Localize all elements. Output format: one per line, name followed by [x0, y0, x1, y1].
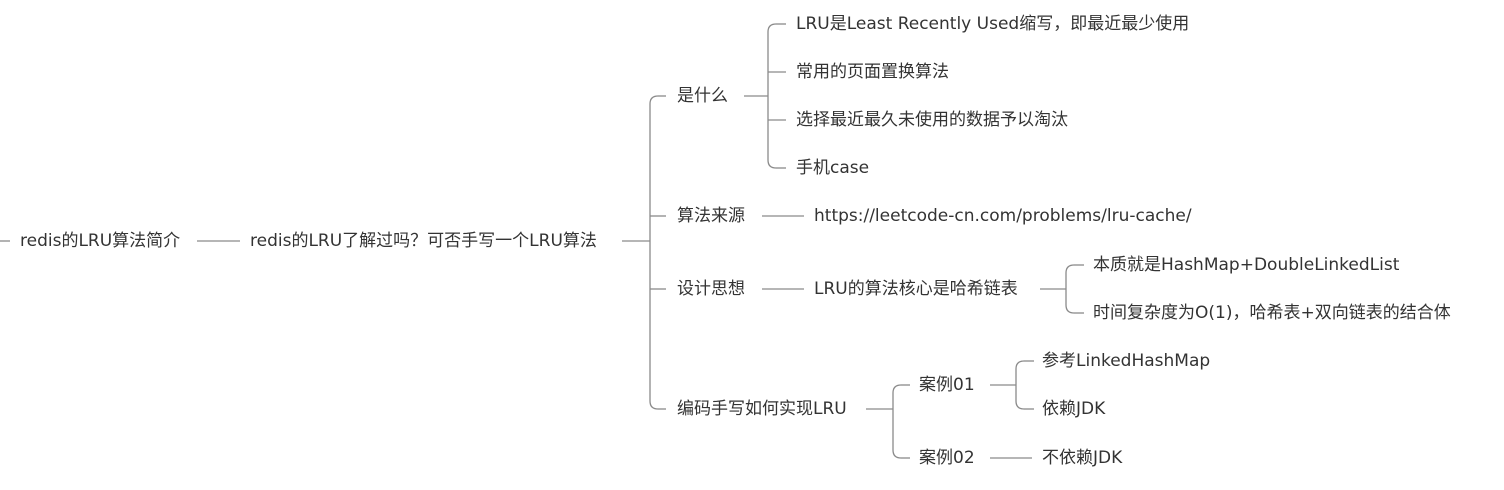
design-item-2[interactable]: 时间复杂度为O(1)，哈希表+双向链表的结合体 [1093, 303, 1451, 323]
what-item-1[interactable]: LRU是Least Recently Used缩写，即最近最少使用 [796, 14, 1190, 34]
root-node[interactable]: redis的LRU算法简介 [20, 231, 181, 251]
impl-node[interactable]: 编码手写如何实现LRU [677, 399, 847, 419]
what-item-3[interactable]: 选择最近最久未使用的数据予以淘汰 [796, 110, 1068, 130]
case2-item[interactable]: 不依赖JDK [1042, 448, 1123, 468]
what-item-2[interactable]: 常用的页面置换算法 [796, 62, 949, 82]
question-node[interactable]: redis的LRU了解过吗？可否手写一个LRU算法 [250, 231, 597, 251]
source-node[interactable]: 算法来源 [677, 206, 745, 226]
case1-item-2[interactable]: 依赖JDK [1042, 399, 1106, 419]
design-core-node[interactable]: LRU的算法核心是哈希链表 [814, 279, 1018, 299]
what-item-4[interactable]: 手机case [796, 158, 870, 178]
source-url[interactable]: https://leetcode-cn.com/problems/lru-cac… [814, 206, 1192, 226]
design-node[interactable]: 设计思想 [677, 279, 745, 299]
design-item-1[interactable]: 本质就是HashMap+DoubleLinkedList [1093, 255, 1400, 275]
case1-node[interactable]: 案例01 [919, 375, 975, 395]
what-node[interactable]: 是什么 [677, 86, 728, 106]
case1-item-1[interactable]: 参考LinkedHashMap [1042, 351, 1211, 371]
case2-node[interactable]: 案例02 [919, 448, 975, 468]
